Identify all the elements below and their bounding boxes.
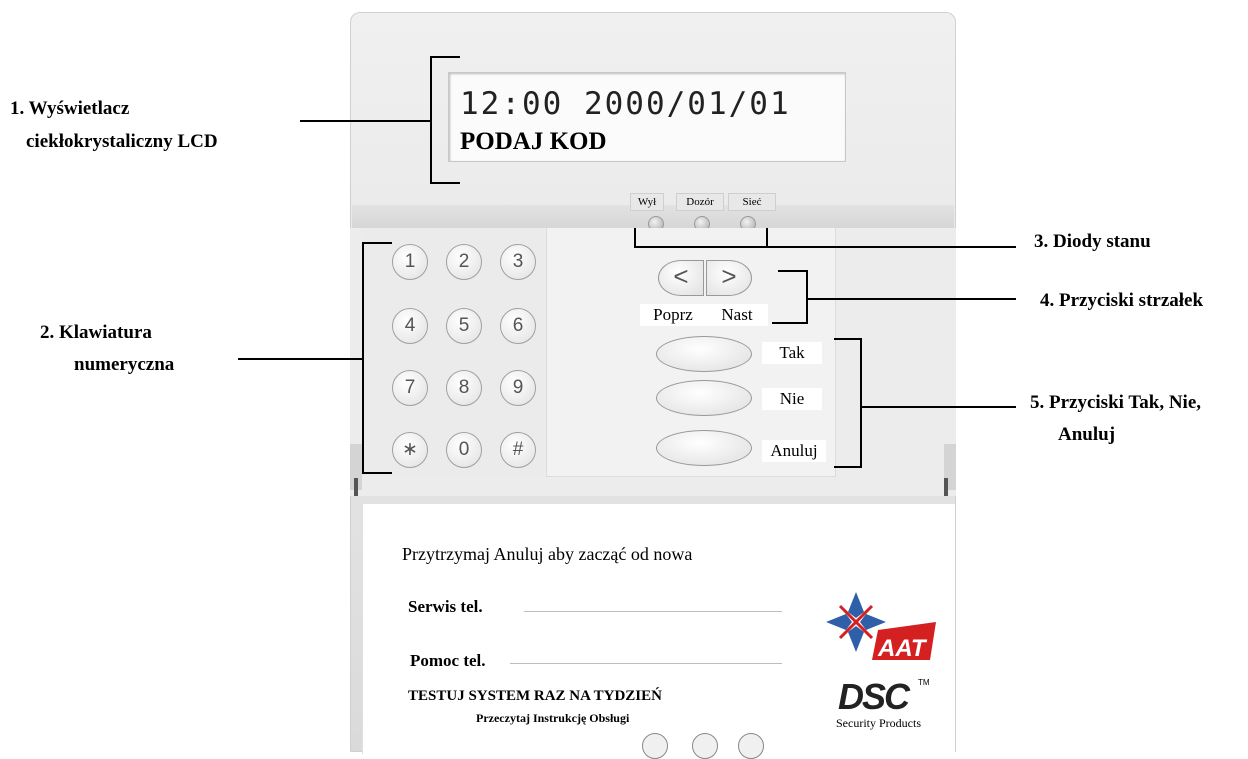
callout-3-bracket-right	[766, 228, 768, 248]
key-2[interactable]: 2	[446, 244, 482, 280]
callout-1-bracket	[430, 56, 432, 184]
service-phone-label: Serwis tel.	[408, 597, 483, 616]
led-label-power: Sieć	[728, 193, 776, 211]
next-label: Nast	[706, 304, 768, 326]
callout-2-line-2: numeryczna	[74, 354, 175, 375]
arrow-left-button[interactable]: <	[658, 260, 704, 296]
lcd-display	[448, 72, 846, 162]
bottom-button-1[interactable]	[642, 733, 668, 759]
key-1[interactable]: 1	[392, 244, 428, 280]
callout-1-leader	[300, 120, 430, 122]
callout-3-text: 3. Diody stanu	[1034, 231, 1151, 252]
key-8[interactable]: 8	[446, 370, 482, 406]
callout-1-bracket-top	[430, 56, 460, 58]
bottom-button-2[interactable]	[692, 733, 718, 759]
side-rail-left	[350, 444, 362, 490]
dsc-subtitle: Security Products	[836, 716, 921, 730]
callout-2-bracket-top	[362, 242, 392, 244]
weekly-test-text: TESTUJ SYSTEM RAZ NA TYDZIEŃ	[408, 688, 662, 704]
yes-button[interactable]	[656, 336, 752, 372]
callout-5-bracket-top	[834, 338, 862, 340]
callout-5-leader	[862, 406, 1016, 408]
help-phone-line	[510, 663, 782, 664]
hold-cancel-text: Przytrzymaj Anuluj aby zacząć od nowa	[402, 544, 693, 564]
help-phone-label: Pomoc tel.	[410, 651, 486, 670]
callout-4-bracket-bottom	[772, 322, 808, 324]
no-button[interactable]	[656, 380, 752, 416]
callout-4-text: 4. Przyciski strzałek	[1040, 290, 1204, 311]
callout-5-line-1: 5. Przyciski Tak, Nie,	[1030, 392, 1202, 413]
callout-5-bracket	[860, 338, 862, 468]
callout-5-bracket-bottom	[834, 466, 862, 468]
callout-2-bracket-bottom	[362, 472, 392, 474]
callout-1-line-2: ciekłokrystaliczny LCD	[26, 131, 218, 152]
cancel-button[interactable]	[656, 430, 752, 466]
callout-2-leader	[238, 358, 362, 360]
lcd-line-1: 12:00 2000/01/01	[460, 86, 791, 122]
led-label-off: Wył	[630, 193, 664, 211]
callout-4-bracket	[806, 270, 808, 324]
callout-2-line-1: 2. Klawiatura	[40, 322, 152, 343]
dsc-logo: DSC	[838, 676, 910, 717]
key-0[interactable]: 0	[446, 432, 482, 468]
bottom-button-3[interactable]	[738, 733, 764, 759]
callout-2-bracket	[362, 242, 364, 474]
key-4[interactable]: 4	[392, 308, 428, 344]
key-7[interactable]: 7	[392, 370, 428, 406]
callout-5-line-2: Anuluj	[1058, 424, 1116, 445]
led-label-armed: Dozór	[676, 193, 724, 211]
key-6[interactable]: 6	[500, 308, 536, 344]
key-star[interactable]: ∗	[392, 432, 428, 468]
dsc-trademark: TM	[918, 678, 930, 687]
aat-logo: AAT	[826, 592, 936, 662]
arrow-right-button[interactable]: >	[706, 260, 752, 296]
callout-4-leader	[808, 298, 1016, 300]
callout-1-bracket-bottom	[430, 182, 460, 184]
callout-4-bracket-top	[778, 270, 808, 272]
callout-3-bracket-left	[634, 228, 636, 248]
aat-logo-text: AAT	[877, 635, 928, 662]
hinge-left	[354, 478, 358, 496]
no-label: Nie	[762, 388, 822, 410]
yes-label: Tak	[762, 342, 822, 364]
lcd-line-2: PODAJ KOD	[460, 128, 607, 155]
callout-3-leader	[634, 246, 1016, 248]
key-9[interactable]: 9	[500, 370, 536, 406]
hinge-right	[944, 478, 948, 496]
key-hash[interactable]: #	[500, 432, 536, 468]
service-phone-line	[524, 611, 782, 612]
prev-label: Poprz	[640, 304, 706, 326]
key-5[interactable]: 5	[446, 308, 482, 344]
callout-1-line-1: 1. Wyświetlacz	[10, 98, 130, 119]
cancel-label: Anuluj	[762, 440, 826, 462]
key-3[interactable]: 3	[500, 244, 536, 280]
read-manual-text: Przeczytaj Instrukcję Obsługi	[476, 711, 630, 725]
